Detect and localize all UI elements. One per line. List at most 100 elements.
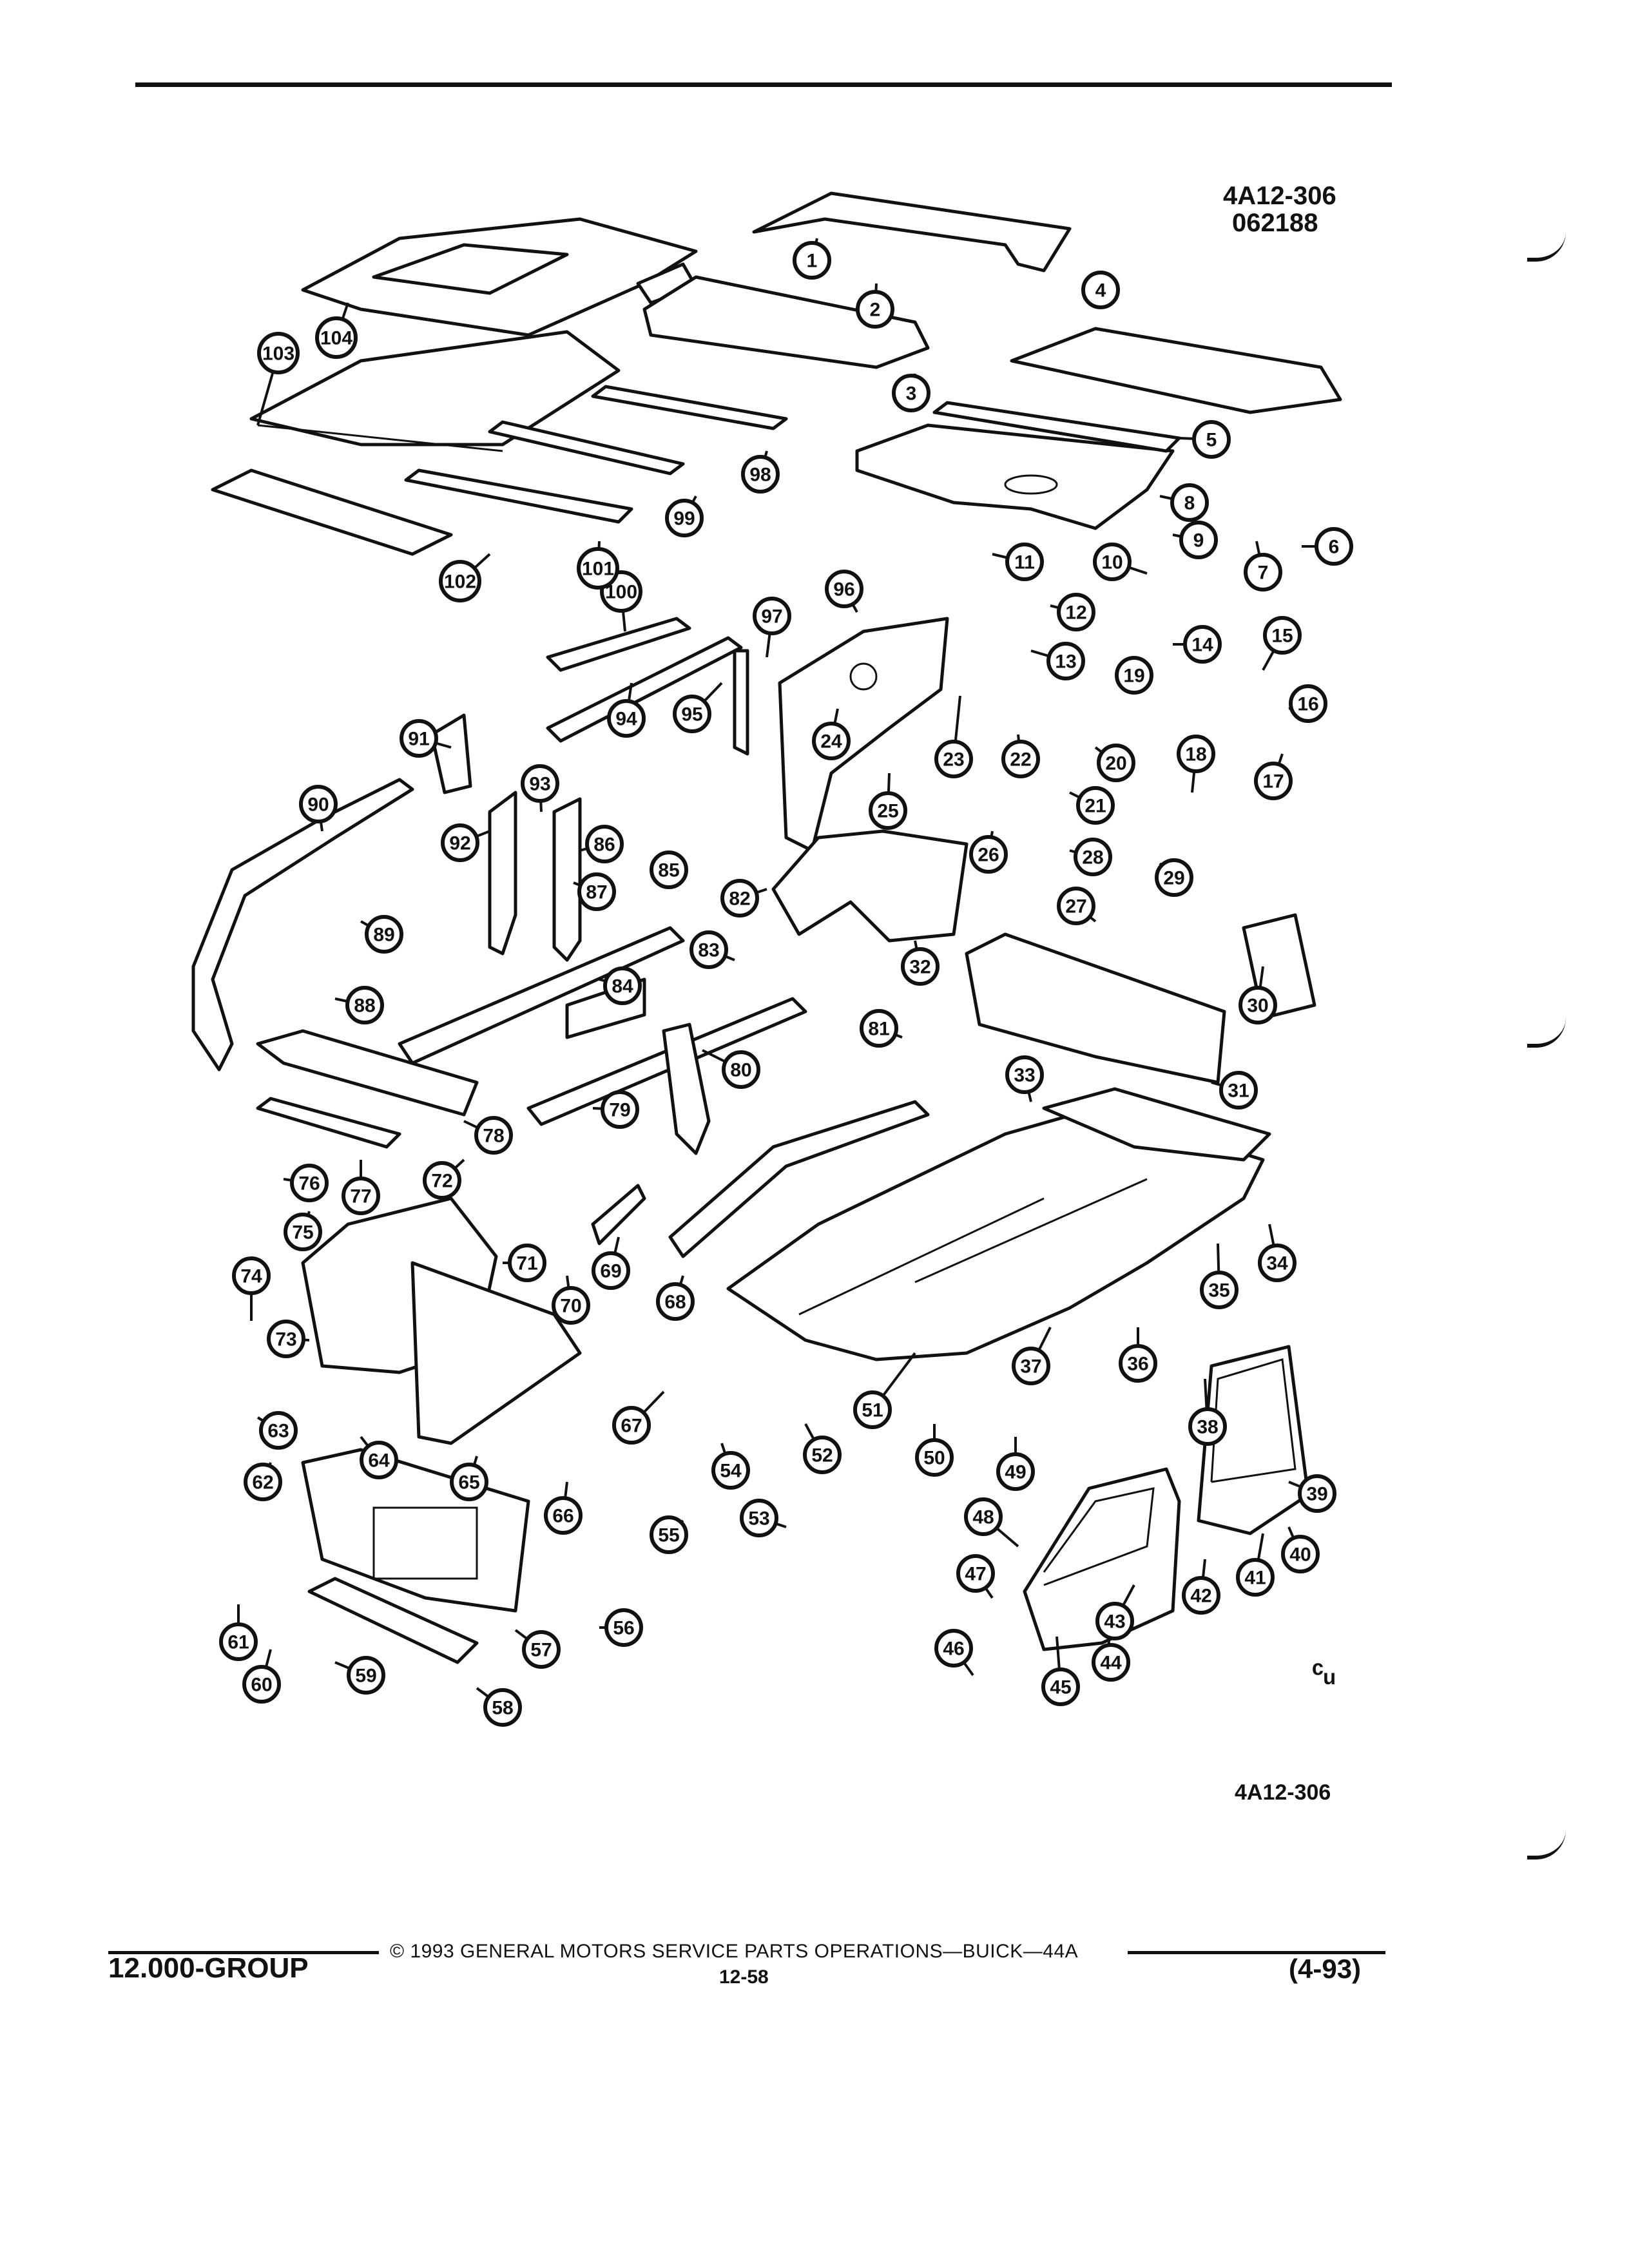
callout-65: 65: [450, 1463, 488, 1501]
roof-panel-sunroof: [301, 217, 698, 337]
callout-number: 78: [483, 1126, 504, 1147]
callout-number: 99: [673, 508, 695, 530]
callout-52: 52: [803, 1436, 842, 1474]
callout-number: 23: [943, 749, 964, 771]
callout-number: 8: [1184, 493, 1195, 514]
callout-56: 56: [604, 1608, 643, 1647]
callout-number: 45: [1050, 1677, 1071, 1698]
callout-number: 93: [529, 774, 550, 795]
callout-26: 26: [969, 835, 1008, 874]
callout-24: 24: [812, 722, 851, 760]
callout-8: 8: [1170, 483, 1209, 522]
callout-number: 46: [943, 1639, 964, 1660]
callout-71: 71: [508, 1244, 546, 1282]
callout-9: 9: [1179, 521, 1218, 559]
callout-number: 35: [1208, 1280, 1229, 1302]
callout-7: 7: [1244, 553, 1282, 591]
callout-number: 101: [582, 559, 614, 580]
callout-96: 96: [825, 570, 863, 608]
callout-number: 48: [972, 1507, 994, 1528]
callout-47: 47: [956, 1554, 995, 1593]
callout-22: 22: [1001, 740, 1040, 778]
callout-number: 2: [870, 300, 881, 321]
callout-number: 72: [431, 1171, 452, 1192]
callout-95: 95: [673, 695, 711, 733]
callout-number: 62: [252, 1472, 273, 1494]
wheelhouse: [771, 829, 969, 943]
callout-17: 17: [1254, 762, 1293, 800]
margin-tick-3: [1527, 1830, 1566, 1860]
sunroof-frame: [642, 191, 1072, 369]
callout-number: 32: [909, 957, 930, 978]
callout-64: 64: [360, 1441, 398, 1479]
callout-93: 93: [521, 764, 559, 803]
callout-number: 44: [1100, 1653, 1122, 1674]
margin-tick-2: [1527, 1018, 1566, 1048]
callout-number: 34: [1266, 1253, 1288, 1274]
callout-number: 94: [615, 709, 637, 730]
margin-tick-1: [1527, 232, 1566, 262]
callout-67: 67: [612, 1406, 651, 1445]
callout-77: 77: [342, 1177, 380, 1215]
callout-number: 3: [906, 383, 917, 405]
top-rule: [135, 82, 1392, 87]
callout-number: 77: [350, 1186, 371, 1207]
callout-number: 22: [1010, 749, 1031, 771]
callout-18: 18: [1177, 735, 1215, 773]
callout-23: 23: [934, 740, 973, 778]
footer-page-number: 12-58: [719, 1966, 769, 1988]
callout-number: 58: [492, 1698, 513, 1719]
callout-34: 34: [1258, 1244, 1296, 1282]
callout-number: 6: [1329, 537, 1340, 558]
callout-number: 39: [1306, 1484, 1327, 1505]
callout-63: 63: [259, 1411, 298, 1450]
callout-number: 18: [1185, 744, 1206, 765]
callout-98: 98: [741, 455, 780, 494]
callout-42: 42: [1182, 1576, 1220, 1615]
callout-number: 88: [354, 995, 375, 1017]
callout-91: 91: [400, 719, 438, 758]
callout-29: 29: [1155, 858, 1193, 897]
callout-13: 13: [1046, 642, 1085, 680]
callout-number: 64: [368, 1450, 390, 1472]
callout-number: 14: [1191, 635, 1213, 656]
callout-number: 43: [1104, 1611, 1125, 1633]
callout-62: 62: [244, 1463, 282, 1501]
callout-number: 92: [449, 833, 470, 854]
callout-number: 41: [1244, 1568, 1266, 1589]
callout-number: 26: [978, 845, 999, 866]
callout-39: 39: [1298, 1474, 1336, 1513]
callout-51: 51: [853, 1390, 892, 1429]
callout-3: 3: [892, 374, 930, 412]
callout-11: 11: [1005, 543, 1044, 581]
center-pillars: [430, 713, 582, 962]
callout-number: 29: [1163, 868, 1184, 889]
callout-number: 56: [613, 1618, 634, 1639]
callout-66: 66: [544, 1496, 583, 1535]
callout-88: 88: [345, 986, 384, 1024]
callout-75: 75: [284, 1213, 322, 1251]
callout-number: 68: [664, 1292, 686, 1313]
callout-6: 6: [1315, 527, 1353, 566]
callout-55: 55: [650, 1515, 688, 1554]
callout-number: 79: [609, 1100, 630, 1121]
callout-number: 20: [1105, 753, 1126, 774]
publisher-logo: ᶜᵤ: [1312, 1655, 1335, 1689]
callout-5: 5: [1192, 420, 1231, 459]
callout-number: 102: [444, 572, 476, 593]
callout-number: 90: [307, 794, 329, 816]
callout-number: 40: [1289, 1544, 1311, 1566]
callout-number: 59: [355, 1666, 376, 1687]
callout-32: 32: [901, 947, 940, 986]
callout-number: 67: [621, 1416, 642, 1437]
callout-number: 61: [227, 1632, 249, 1653]
callout-94: 94: [607, 699, 646, 738]
callout-57: 57: [522, 1630, 561, 1669]
callout-number: 24: [820, 731, 842, 753]
roof-rails: [211, 385, 788, 743]
callout-68: 68: [656, 1282, 695, 1321]
rear-shelf-panel: [855, 401, 1181, 530]
footer-copyright: © 1993 GENERAL MOTORS SERVICE PARTS OPER…: [390, 1941, 1079, 1962]
callout-2: 2: [856, 290, 894, 329]
